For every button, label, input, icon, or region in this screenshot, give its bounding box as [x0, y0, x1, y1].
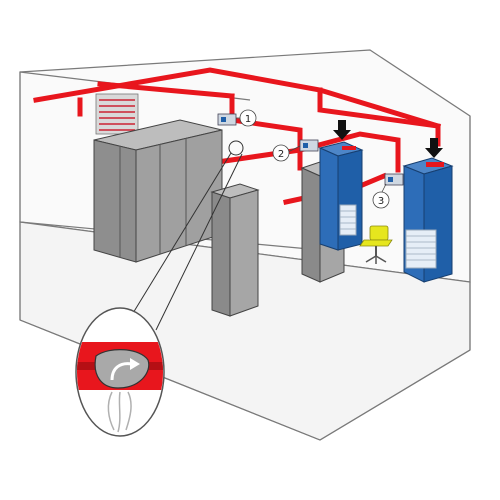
- callout-2-label: 2: [278, 149, 284, 160]
- detectors: [217, 113, 404, 186]
- callout-2: [272, 144, 290, 162]
- office-chair-icon: [359, 225, 393, 264]
- fire-suppression-detector-icon: [94, 349, 150, 389]
- pipe-mid-branch: [187, 131, 401, 173]
- floor-edge-front: [19, 319, 321, 441]
- cabinet-block-front: [93, 139, 137, 263]
- magnifier-source-ring: [228, 140, 244, 156]
- magnified-detail: [75, 307, 165, 437]
- pipe-right-run: [317, 87, 441, 147]
- server-cabinet-block: [93, 119, 223, 263]
- blue-cabinet-middle: [318, 141, 364, 251]
- pipe-left-branch: [97, 81, 235, 99]
- air-flow-arrow-icon: [333, 120, 443, 158]
- callouts: 1 2 3: [236, 109, 390, 209]
- detector-1: [217, 113, 237, 126]
- callout-3: [372, 191, 390, 209]
- standalone-cabinet: [210, 183, 260, 317]
- detector-3: [384, 173, 404, 186]
- callout-3-label: 3: [378, 196, 384, 207]
- floor-edge-right: [319, 349, 471, 441]
- detector-2: [299, 139, 319, 152]
- callout-1-label: 1: [245, 114, 251, 125]
- arrow-down-right: [425, 138, 443, 158]
- arrow-down-middle: [333, 120, 351, 140]
- wall-control-panel: [95, 93, 139, 135]
- blue-cabinet-right: [402, 157, 454, 283]
- magnifier-leader: [129, 140, 244, 331]
- callout-1: [239, 109, 257, 127]
